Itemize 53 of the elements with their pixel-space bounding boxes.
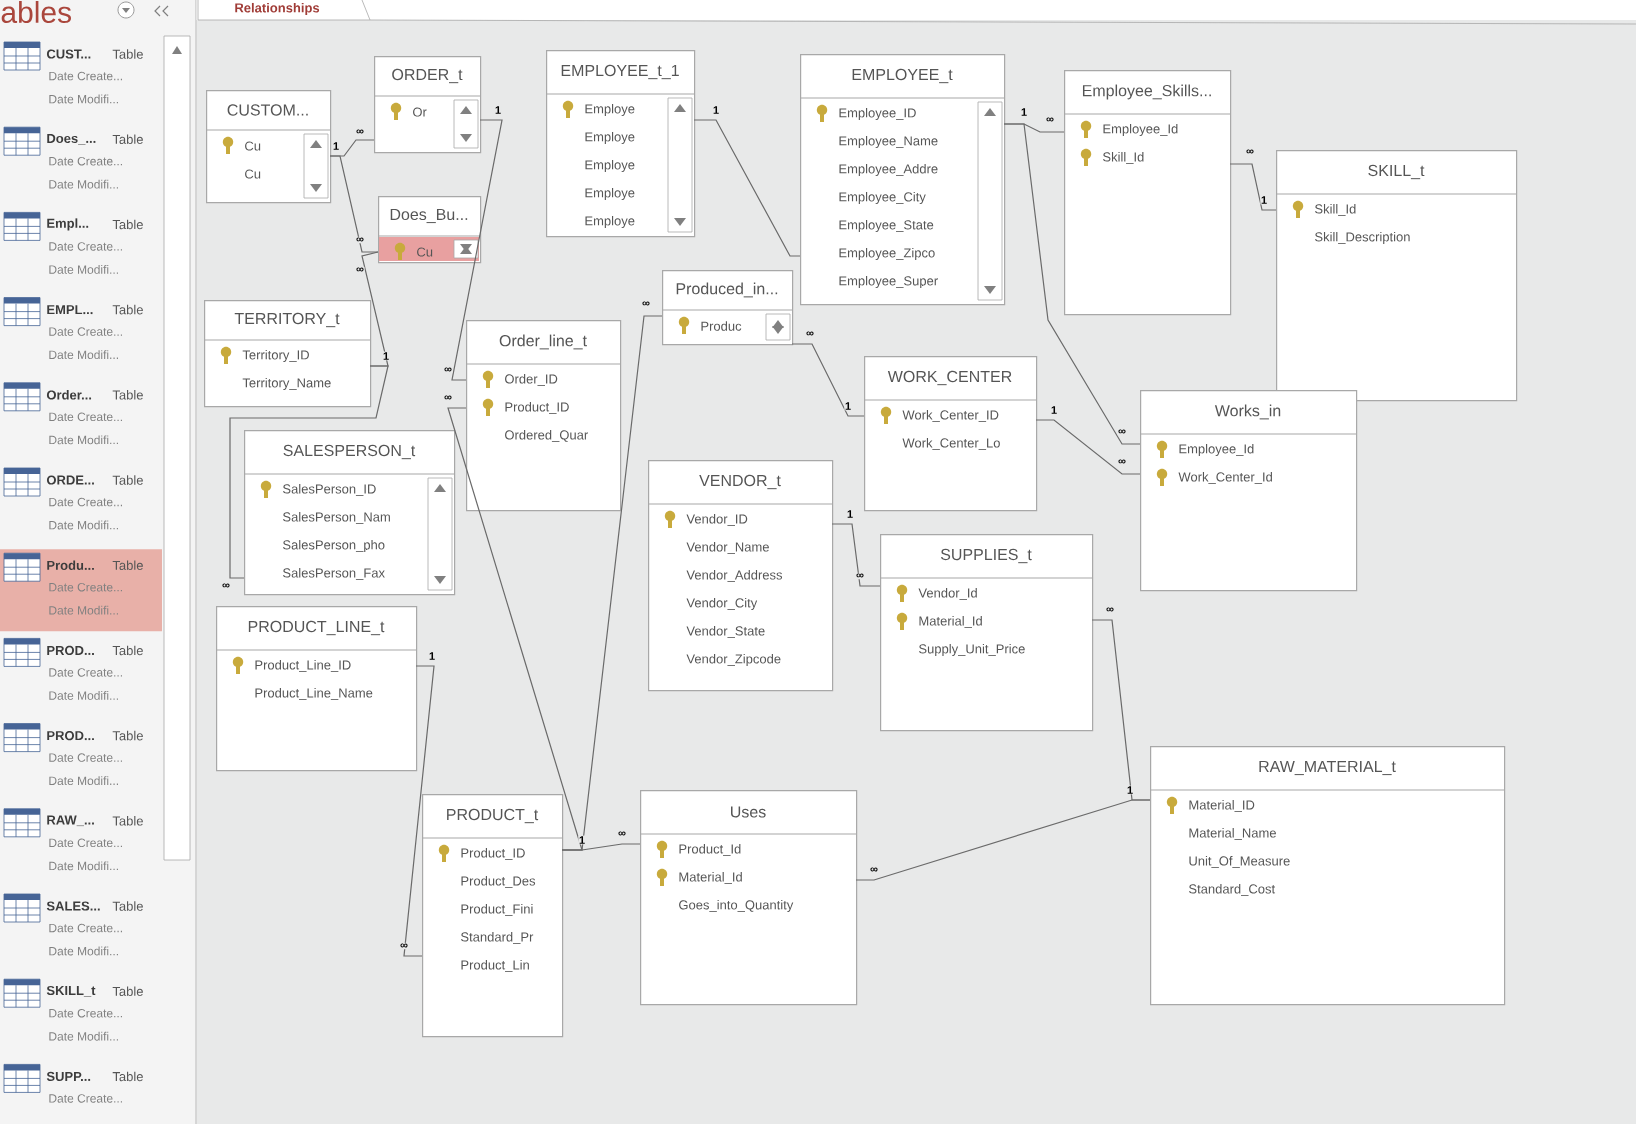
table-title: CUSTOM...: [227, 104, 308, 116]
table-box: [465, 320, 622, 512]
table-box: [203, 300, 372, 408]
table-title: SUPPLIES_t: [940, 548, 1032, 564]
table-title: EMPLOYEE_t: [852, 68, 953, 84]
table-title: Produced_in...: [676, 282, 778, 298]
relationship-line: [831, 523, 881, 587]
table-box: [1275, 150, 1518, 402]
table-title: VENDOR_t: [699, 474, 781, 490]
relationship-line: [1035, 419, 1141, 475]
relationship-line: [791, 343, 865, 417]
relationship-line: [361, 251, 389, 367]
table-box: [639, 790, 858, 1006]
relationship-line: [447, 407, 583, 851]
table-box: [421, 794, 564, 1038]
relationship-line: [855, 799, 1151, 881]
table-title: Works_in: [1214, 404, 1281, 420]
table-title: ORDER_t: [392, 68, 463, 84]
table-box: [205, 90, 332, 204]
table-title: PRODUCT_t: [447, 808, 539, 824]
table-title: Does_Bu...: [390, 208, 468, 224]
table-box: [377, 196, 482, 264]
relationship-line: [561, 843, 641, 851]
table-box: [373, 56, 482, 154]
table-title: PRODUCT_LINE_t: [248, 620, 385, 636]
table-box: [863, 356, 1038, 512]
table-box: [243, 430, 456, 596]
table-title: Order_line_t: [499, 334, 587, 350]
table-box: [545, 50, 696, 238]
relationship-line: [229, 365, 389, 579]
table-title: Employee_Skills...: [1083, 84, 1211, 100]
relationship-line: [403, 665, 435, 957]
pane-heading: ables: [1, 1, 71, 23]
table-title: SKILL_t: [1368, 164, 1425, 180]
table-box: [647, 460, 834, 692]
table-box: [1139, 390, 1358, 592]
table-title: SALESPERSON_t: [283, 444, 416, 460]
relationship-line: [329, 155, 379, 253]
table-title: RAW_MATERIAL_t: [1259, 760, 1396, 776]
table-title: EMPLOYEE_t_1: [561, 64, 679, 80]
table-box: [1063, 70, 1232, 316]
table-box: [799, 54, 1006, 306]
table-box: [661, 270, 794, 346]
table-title: Uses: [731, 806, 766, 818]
relationship-line: [1229, 163, 1277, 211]
relationship-line: [1003, 123, 1141, 445]
relationship-line: [451, 119, 503, 381]
table-box: [215, 606, 418, 772]
table-title: WORK_CENTER: [887, 370, 1012, 386]
table-box: [879, 534, 1094, 732]
table-title: TERRITORY_t: [234, 312, 340, 328]
relationship-line: [693, 119, 801, 257]
table-box: [1149, 746, 1506, 1006]
